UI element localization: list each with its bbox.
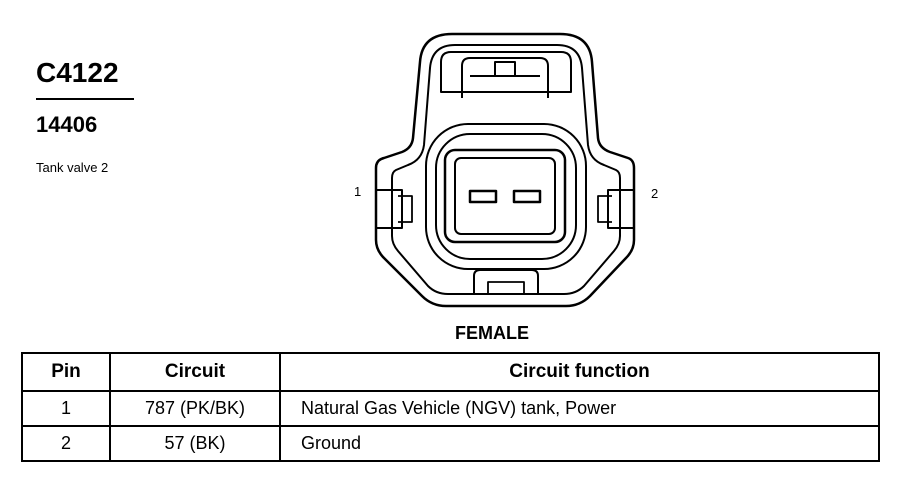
pin-2-marker: 2 [651, 186, 659, 201]
housing-outer-outline [374, 32, 636, 308]
terminal-cavity-inner [454, 157, 556, 235]
pin-2-terminal-slot [512, 189, 542, 204]
left-side-rib-inner [398, 195, 413, 223]
connector-gender-label: FEMALE [455, 323, 529, 343]
connector-id: C4122 [36, 57, 119, 88]
header-circuit-function: Circuit function [279, 352, 880, 392]
pin-cell: 2 [21, 425, 111, 462]
table-header-row: Pin Circuit Circuit function [21, 352, 880, 392]
part-number: 14406 [36, 112, 98, 137]
pin-1-marker: 1 [354, 184, 362, 199]
terminal-cavity-outer [443, 148, 567, 244]
connector-face-drawing [374, 32, 636, 308]
right-side-rib-inner [597, 195, 612, 223]
pin-1-terminal-slot [468, 189, 498, 204]
left-side-rib [376, 189, 403, 229]
table-row: 2 57 (BK) Ground [21, 425, 880, 462]
header-circuit: Circuit [109, 352, 281, 392]
pin-cell: 1 [21, 390, 111, 427]
bottom-polarity-key [473, 269, 539, 294]
circuit-cell: 787 (PK/BK) [109, 390, 281, 427]
right-side-rib [607, 189, 634, 229]
circuit-function-cell: Ground [279, 425, 880, 462]
connector-description: Tank valve 2 [36, 160, 109, 175]
latch-frame [440, 51, 572, 93]
housing-inner-outline [391, 44, 621, 295]
circuit-cell: 57 (BK) [109, 425, 281, 462]
latch-tab [461, 57, 549, 98]
mating-face-inner [435, 133, 577, 260]
circuit-function-cell: Natural Gas Vehicle (NGV) tank, Power [279, 390, 880, 427]
header-pin: Pin [21, 352, 111, 392]
mating-face-outer [425, 123, 587, 270]
latch-tab-window [494, 61, 516, 77]
connector-id-underline [36, 98, 134, 100]
bottom-polarity-key-inner [487, 281, 525, 294]
table-row: 1 787 (PK/BK) Natural Gas Vehicle (NGV) … [21, 390, 880, 427]
pin-assignment-table: Pin Circuit Circuit function 1 787 (PK/B… [21, 352, 880, 462]
